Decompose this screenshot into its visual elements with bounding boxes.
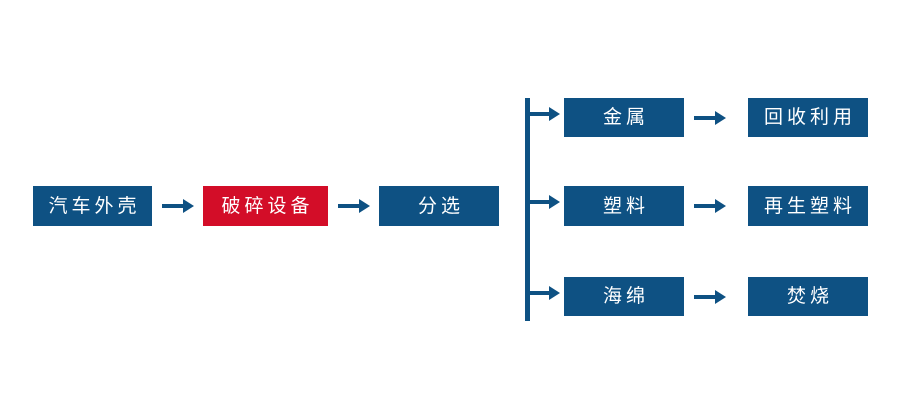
- node-source[interactable]: 汽车外壳: [33, 186, 152, 226]
- arrow-metal-to-recycle: [694, 105, 726, 131]
- node-metal[interactable]: 金属: [564, 98, 684, 137]
- node-plastic-destination[interactable]: 再生塑料: [748, 186, 868, 226]
- branch-splitter: [520, 92, 570, 324]
- node-metal-destination[interactable]: 回收利用: [748, 98, 868, 137]
- node-shredder[interactable]: 破碎设备: [203, 186, 328, 226]
- node-sponge[interactable]: 海绵: [564, 277, 684, 316]
- node-sorting[interactable]: 分选: [379, 186, 499, 226]
- arrow-shredder-to-sorting: [338, 193, 370, 219]
- arrow-source-to-shredder: [162, 193, 194, 219]
- node-plastic[interactable]: 塑料: [564, 186, 684, 226]
- arrow-sponge-to-incineration: [694, 284, 726, 310]
- arrow-plastic-to-regenerated: [694, 193, 726, 219]
- node-sponge-destination[interactable]: 焚烧: [748, 277, 868, 316]
